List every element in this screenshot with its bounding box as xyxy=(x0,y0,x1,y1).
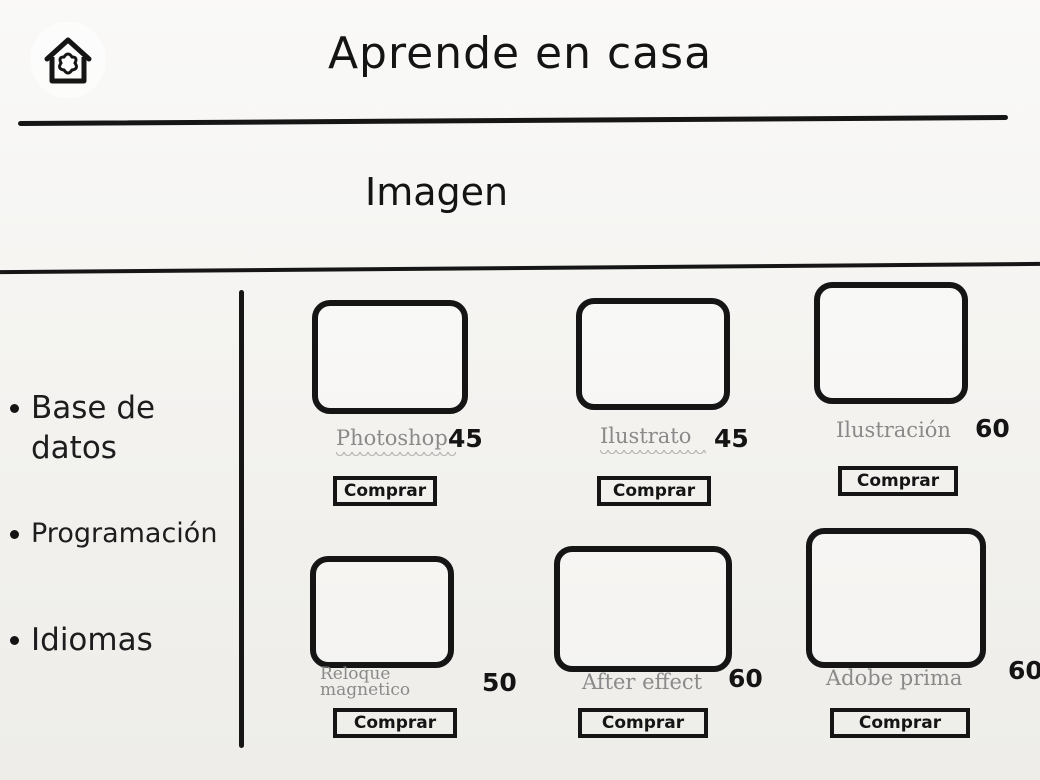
spell-underline xyxy=(600,450,706,454)
banner-image-placeholder: Imagen xyxy=(365,170,509,214)
bullet-icon xyxy=(10,636,19,645)
home-button[interactable] xyxy=(30,22,106,98)
buy-button[interactable]: Comprar xyxy=(838,466,958,496)
product-price: 60 xyxy=(728,664,763,693)
bullet-icon xyxy=(10,404,19,413)
app-title: Aprende en casa xyxy=(327,28,713,79)
sidebar-item-label: Idiomas xyxy=(31,622,153,658)
product-name: After effect xyxy=(582,670,703,694)
buy-button[interactable]: Comprar xyxy=(830,708,970,738)
spell-underline xyxy=(336,452,456,456)
home-icon xyxy=(44,37,92,84)
sidebar-item-idiomas[interactable]: Idiomas xyxy=(10,620,153,660)
product-thumbnail[interactable] xyxy=(310,556,454,668)
product-thumbnail[interactable] xyxy=(576,298,730,410)
product-price: 60 xyxy=(975,414,1010,443)
bullet-icon xyxy=(10,530,19,539)
product-name: Adobe prima xyxy=(826,666,963,690)
product-price: 50 xyxy=(482,668,517,697)
product-thumbnail[interactable] xyxy=(554,546,732,672)
product-price: 45 xyxy=(448,424,483,453)
sidebar-item-base-de-datos[interactable]: Base de datos xyxy=(10,388,201,468)
sidebar-item-programacion[interactable]: Programación xyxy=(10,514,217,554)
product-name: Ilustración xyxy=(836,418,951,442)
sidebar-item-label: Programación xyxy=(31,518,218,549)
buy-button[interactable]: Comprar xyxy=(333,476,437,506)
sidebar-item-label: Base de datos xyxy=(31,390,156,466)
buy-button[interactable]: Comprar xyxy=(333,708,457,738)
product-name: Reloque magnetico xyxy=(320,664,411,700)
product-thumbnail[interactable] xyxy=(814,282,968,404)
product-price: 45 xyxy=(714,424,749,453)
buy-button[interactable]: Comprar xyxy=(578,708,708,738)
product-name: Ilustrato xyxy=(600,424,692,448)
buy-button[interactable]: Comprar xyxy=(597,476,711,506)
product-price: 60 xyxy=(1008,656,1040,685)
product-thumbnail[interactable] xyxy=(806,528,986,668)
product-name: Photoshop xyxy=(336,426,448,450)
product-thumbnail[interactable] xyxy=(312,300,468,414)
sidebar-divider xyxy=(239,290,244,748)
